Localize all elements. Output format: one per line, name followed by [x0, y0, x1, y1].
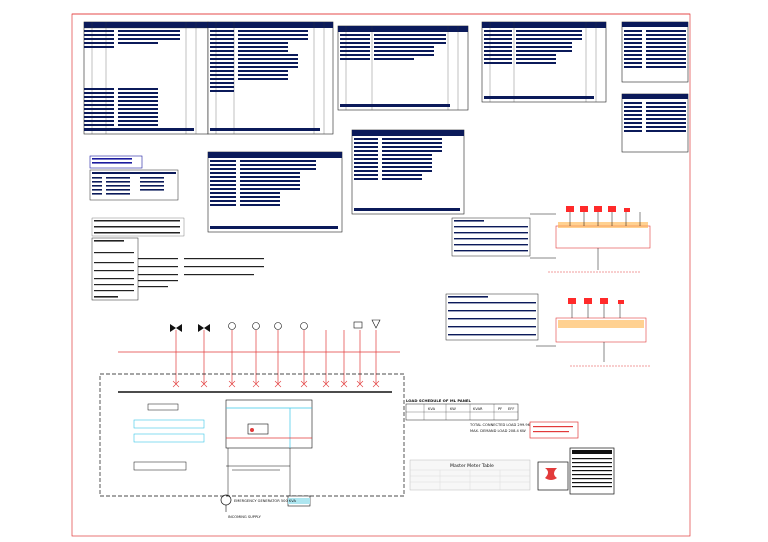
legend-block [537, 447, 615, 495]
panel-boundary [99, 373, 405, 497]
panel-header-eff: EFF [508, 407, 514, 411]
schedule-table-6 [621, 93, 689, 153]
panel-header-kw: KW [450, 407, 456, 411]
generator-label: EMERGENCY GENERATOR 500 KVA [234, 499, 296, 503]
notes-block [91, 217, 264, 301]
panel-demand-note: MAX. DEMAND LOAD 208.4 KW [470, 429, 526, 433]
panel-schedule-title: LOAD SCHEDULE OF ML PANEL [406, 398, 471, 403]
cable-table-small [89, 155, 179, 201]
generator-symbol [220, 494, 232, 506]
schedule-table-7 [351, 129, 465, 215]
master-meter-table: Master Meter Table [409, 459, 531, 491]
panel-load-schedule: LOAD SCHEDULE OF ML PANEL KVA KW KVAR PF… [405, 398, 537, 433]
incoming-supply-label: INCOMING SUPPLY [228, 515, 262, 519]
schedule-table-8 [207, 151, 343, 233]
panel-header-pf: PF [498, 407, 502, 411]
feeder-diagram-lower [445, 293, 650, 367]
panel-header-kva: KVA [428, 407, 436, 411]
panel-header-kvar: KVAR [473, 407, 483, 411]
schedule-table-5 [621, 21, 689, 83]
schedule-table-1 [83, 21, 209, 135]
feeder-diagram-upper [451, 206, 651, 273]
schedule-table-4 [481, 21, 607, 103]
master-meter-title: Master Meter Table [450, 463, 494, 469]
single-line-diagram: EMERGENCY GENERATOR 500 KVA INCOMING SUP… [99, 319, 405, 519]
panel-total-note: TOTAL CONNECTED LOAD 299.96 KW [469, 423, 537, 427]
schedule-table-2 [207, 21, 334, 135]
schedule-table-3 [337, 25, 469, 111]
red-note-box [529, 421, 579, 439]
